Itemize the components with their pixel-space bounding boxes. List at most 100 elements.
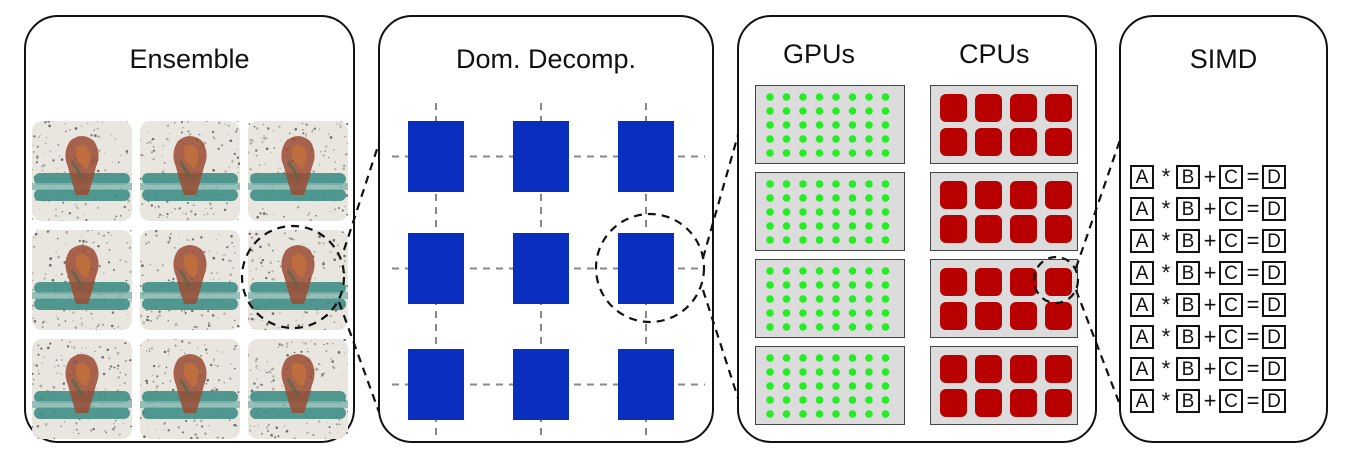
zoom-connector-top [701,134,740,259]
gpu-core-dot [848,368,857,376]
gpu-core-dot [782,149,791,157]
gpu-core-dot [881,236,890,244]
simd-op-mul: * [1161,356,1171,381]
simd-operand-c: C [1219,197,1243,221]
gpu-core-dot [766,149,774,157]
gpu-core-dot [848,281,857,289]
gpu-core-dot [832,121,840,129]
gpu-core-dot [865,323,873,331]
cpu-board [930,259,1078,338]
gpu-core-dot [832,368,840,376]
protein-membrane-icon [248,339,348,439]
gpu-core-dot [848,135,857,143]
ensemble-title: Ensemble [129,44,250,74]
protein-membrane-icon [32,339,132,439]
simd-operand-d: D [1262,293,1286,317]
gpu-core-dot [848,121,857,129]
cpu-core [1010,94,1037,122]
simd-operand-d: D [1262,261,1286,285]
gpu-core-dot [815,93,824,101]
gpu-core-dot [766,194,774,202]
simd-op-mul: * [1161,196,1171,221]
gpu-core-dot [799,93,807,101]
simd-op-eq: = [1246,292,1260,317]
gpu-core-dot [782,121,791,129]
simd-op-plus: + [1203,260,1217,285]
gpu-core-dot [799,267,807,275]
domain-block [513,349,569,420]
gpu-core-dot [865,107,873,115]
cpu-core [940,215,967,243]
cpu-core [1045,302,1072,330]
gpu-core-dot [766,135,774,143]
cpu-core [940,389,967,417]
gpu-core-dot [799,323,807,331]
gpu-core-dot [799,396,807,404]
gpu-core-dot [815,222,824,230]
protein-membrane-icon [248,230,348,330]
simd-operand-b: B [1176,357,1200,381]
gpu-core-dot [815,121,824,129]
gpu-core-dot [865,135,873,143]
gpu-core-dot [782,93,791,101]
gpu-core-dot [799,281,807,289]
gpu-core-dot [881,396,890,404]
gpu-core-dot [782,194,791,202]
gpu-core-dot [881,281,890,289]
cpu-core [1045,389,1072,417]
gpu-core-dot [832,222,840,230]
gpu-core-dot [782,295,791,303]
gpu-core-dot [815,410,824,418]
gpu-core-dot [782,323,791,331]
zoom-circle-icon [240,224,346,330]
gpu-core-dot [766,354,774,362]
gpu-core-dot [766,107,774,115]
gpu-core-dot [799,107,807,115]
simd-operand-d: D [1262,229,1286,253]
simd-operand-a: A [1130,165,1154,189]
gpu-core-dot [848,222,857,230]
zoom-connector-top [342,142,381,251]
domain-block [513,121,569,192]
protein-membrane-icon [140,339,240,439]
gpu-core-dot [832,194,840,202]
gpu-core-dot [799,354,807,362]
domain-decomp-title: Dom. Decomp. [455,44,637,74]
gpu-core-dot [832,149,840,157]
cpus-title: CPUs [959,39,1030,69]
gpu-core-dot [881,93,890,101]
gpu-core-dot [832,208,840,216]
gpu-core-dot [766,410,774,418]
simd-op-mul: * [1161,324,1171,349]
gpu-core-dot [799,368,807,376]
protein-membrane-icon [140,230,240,330]
simd-op-plus: + [1203,356,1217,381]
cpu-board [930,85,1078,164]
simd-operand-b: B [1176,293,1200,317]
simd-operand-a: A [1130,261,1154,285]
gpu-core-dot [832,281,840,289]
gpu-core-dot [799,410,807,418]
simd-operand-b: B [1176,325,1200,349]
gpu-core-dot [848,93,857,101]
gpu-board [755,259,905,338]
gpu-core-dot [848,382,857,390]
cpu-core [1010,128,1037,156]
simd-operand-a: A [1130,197,1154,221]
cpu-core [1045,268,1072,296]
gpu-core-dot [865,410,873,418]
gpu-core-dot [848,267,857,275]
domain-block [618,349,674,420]
gpu-core-dot [815,295,824,303]
gpu-core-dot [865,382,873,390]
simd-op-eq: = [1246,388,1260,413]
simd-op-eq: = [1246,260,1260,285]
cpu-board [930,346,1078,425]
cpu-core [1045,181,1072,209]
gpu-core-dot [766,121,774,129]
cpu-core [975,94,1002,122]
simd-operand-c: C [1219,165,1243,189]
gpu-core-dot [881,354,890,362]
